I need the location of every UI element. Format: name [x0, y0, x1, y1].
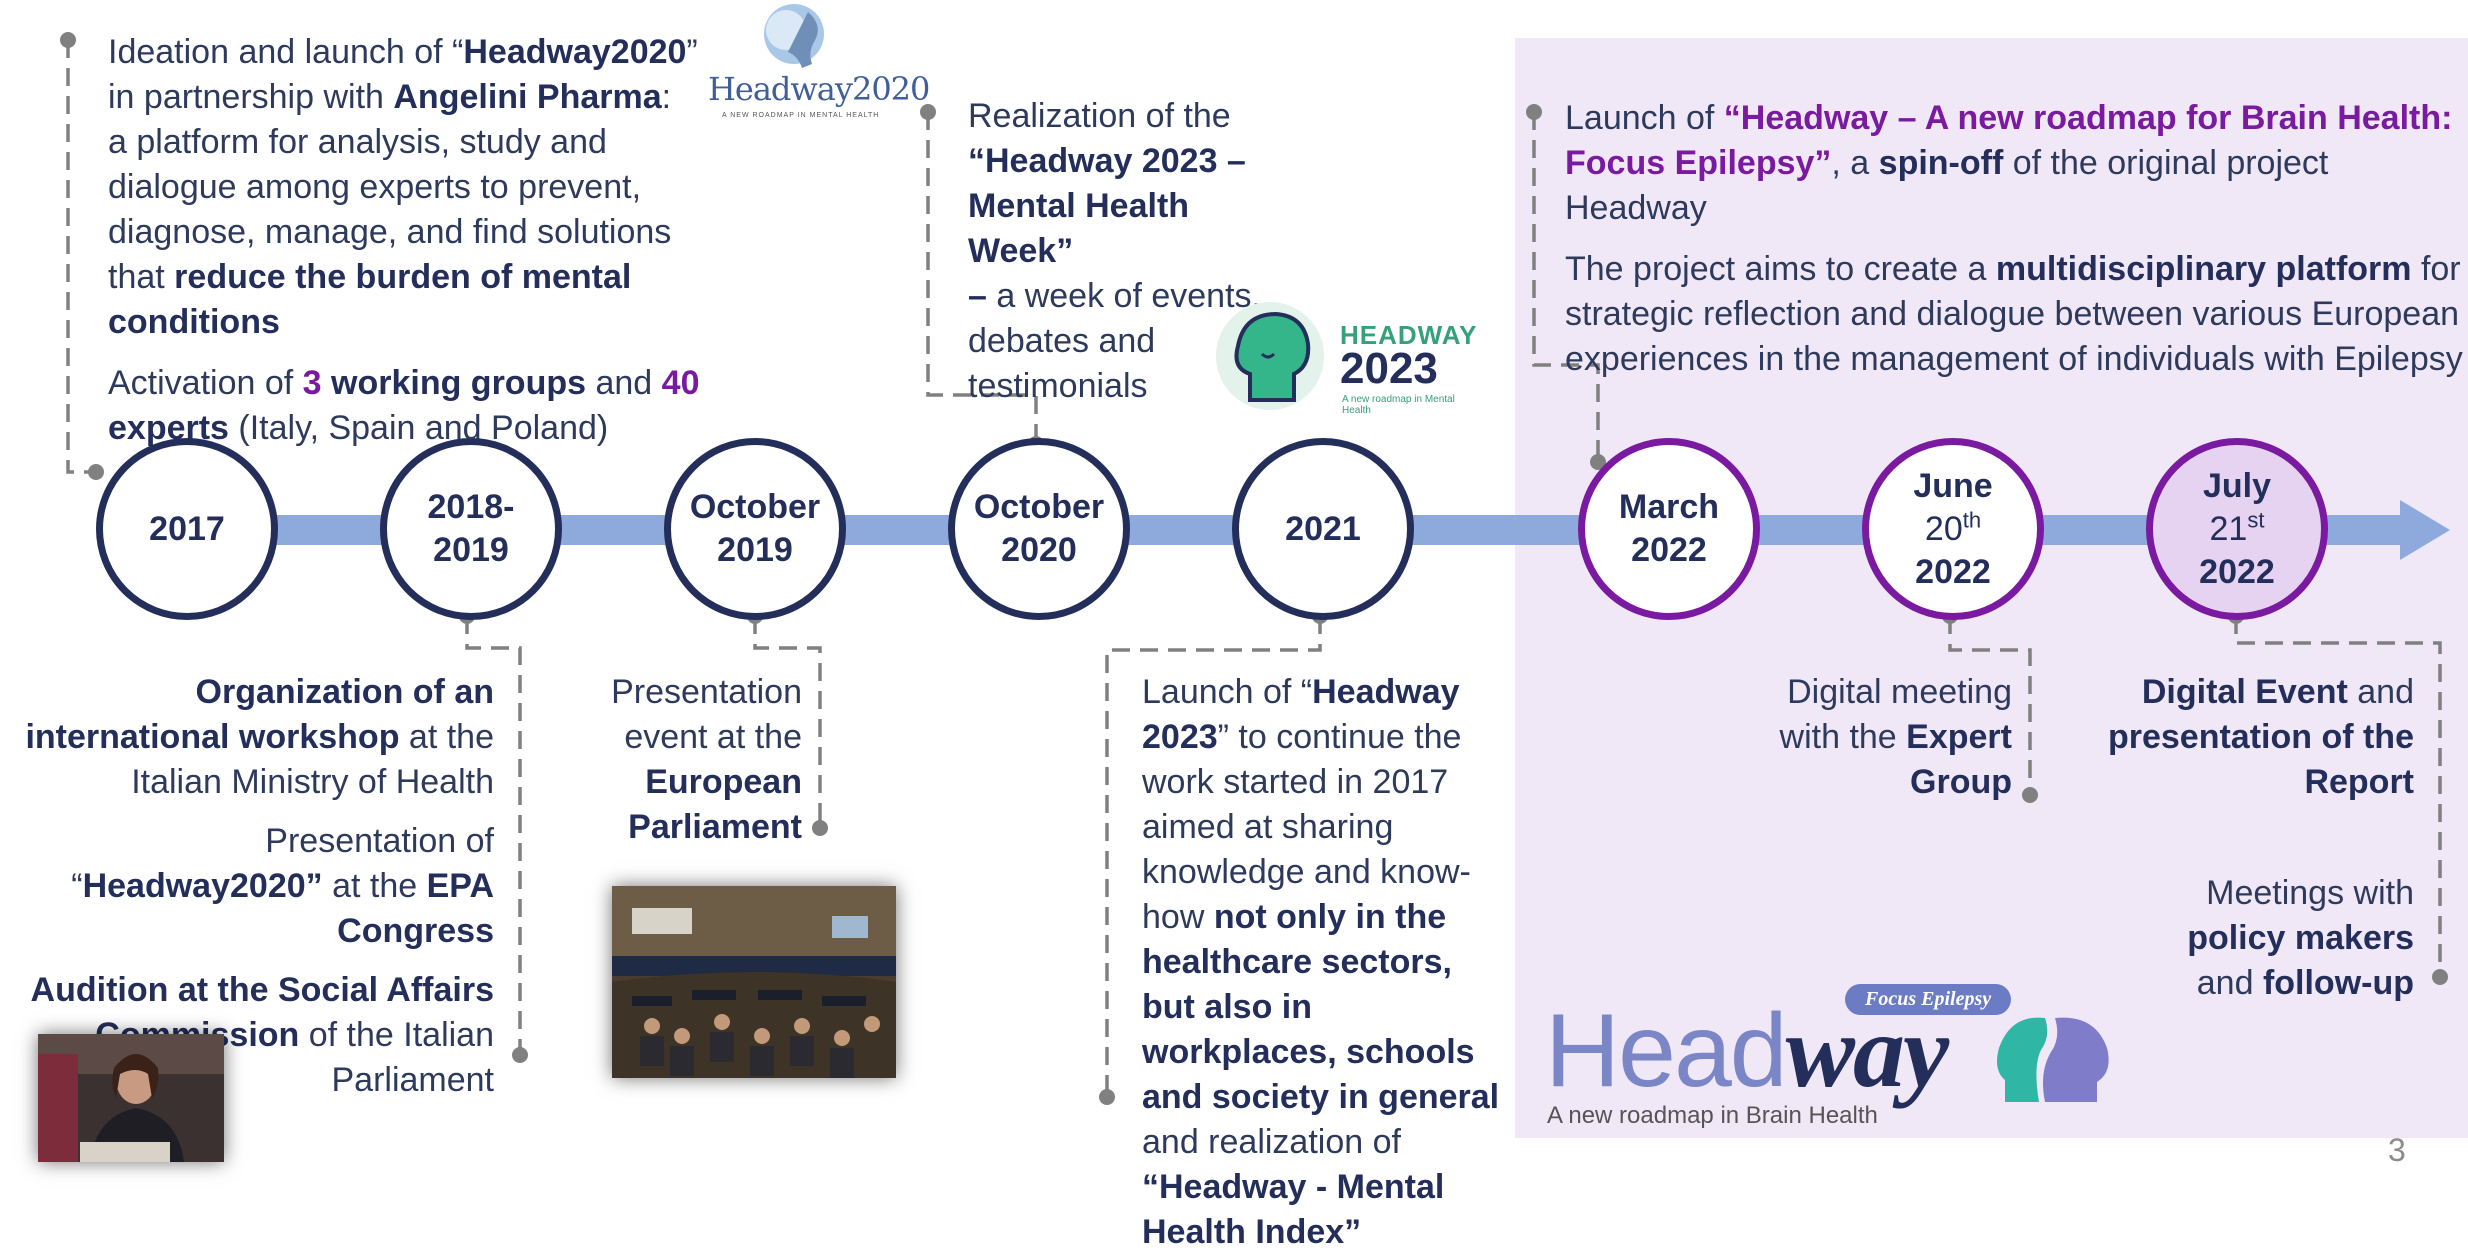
text-2021: Launch of “Headway 2023” to continue the… — [1142, 673, 1500, 1251]
connector-oct2019 — [753, 616, 822, 828]
connector-lines — [60, 32, 2448, 1105]
connector-2021 — [1105, 616, 1322, 1097]
text-june-2022: Digital meeting with the Expert Group — [1779, 673, 2012, 801]
headway-focus-epilepsy-logo: Focus Epilepsy Headway A new roadmap in … — [1545, 984, 2125, 1134]
head-profile-icon — [1216, 302, 1324, 410]
connector-mar2022 — [1532, 112, 1600, 462]
timeline-arrowhead — [2400, 500, 2450, 560]
connector-2017 — [66, 40, 96, 474]
milestone-2021: 2021 — [1232, 438, 1414, 620]
european-parliament-photo — [612, 886, 896, 1078]
text-october-2019: Presentation event at the European Parli… — [611, 673, 802, 846]
milestone-june-2022: June 20th 2022 — [1862, 438, 2044, 620]
two-heads-icon — [1997, 1017, 2109, 1102]
parliament-audition-photo — [38, 1034, 224, 1162]
text-2018-2019: Organization of an international worksho… — [25, 673, 494, 1099]
head-globe-icon — [764, 4, 824, 68]
milestone-july-2022: July 21st 2022 — [2146, 438, 2328, 620]
milestone-2017: 2017 — [96, 438, 278, 620]
page-number: 3 — [2388, 1132, 2406, 1168]
text-march-2022: Launch of “Headway – A new roadmap for B… — [1565, 99, 2463, 378]
text-july-2022: Digital Event and presentation of the Re… — [2107, 673, 2414, 1002]
milestone-2018-2019: 2018-2019 — [380, 438, 562, 620]
connector-2018 — [465, 616, 522, 1055]
connector-oct2020 — [926, 112, 1038, 444]
connector-june2022 — [1948, 616, 2032, 795]
connector-july2022 — [2234, 616, 2442, 977]
headway2020-logo: Headway2020 A NEW ROADMAP IN MENTAL HEAL… — [700, 0, 930, 130]
text-2017: Ideation and launch of “Headway2020” in … — [108, 33, 700, 447]
text-october-2020: Realization of the “Headway 2023 – Menta… — [968, 97, 1261, 405]
headway2023-logo: HEADWAY 2023 A new roadmap in Mental Hea… — [1210, 296, 1477, 416]
